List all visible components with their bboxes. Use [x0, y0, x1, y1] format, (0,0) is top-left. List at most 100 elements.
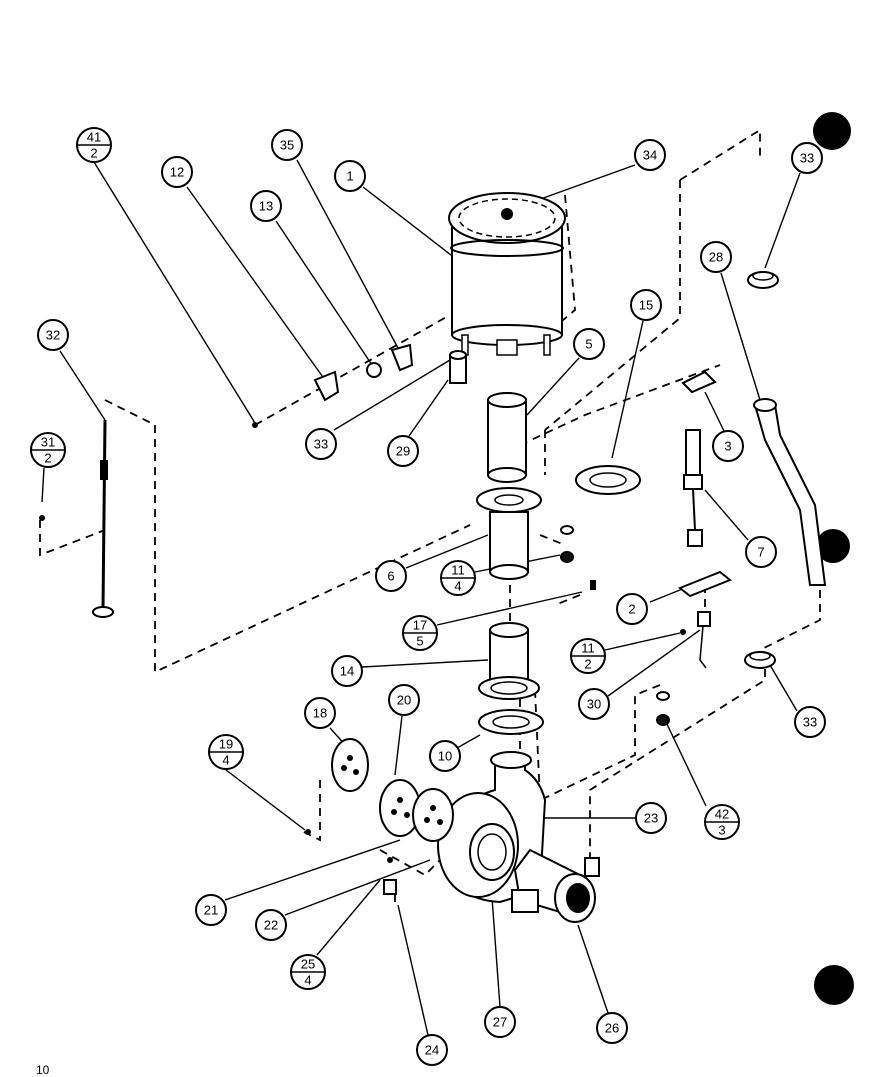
callout-circle: [271, 129, 303, 161]
callout-circle: [712, 430, 744, 462]
callout-c32: 32: [37, 319, 69, 351]
callout-circle: [375, 560, 407, 592]
callout-circle: [573, 328, 605, 360]
small-hardware: [39, 271, 779, 895]
callout-circle: [304, 697, 336, 729]
callout-c33b: 33: [305, 428, 337, 460]
registration-dot-middle-right: [816, 529, 850, 563]
callout-label: 30: [587, 697, 601, 712]
gasket-part-10: [478, 709, 544, 735]
callout-label: 29: [396, 444, 410, 459]
callout-label: 26: [605, 1021, 619, 1036]
fraction-callout-f31_2: 312: [30, 432, 66, 468]
callout-c13: 13: [250, 190, 282, 222]
fraction-callout-f42_3: 423: [704, 804, 740, 840]
callout-label: 14: [340, 664, 354, 679]
page-number: 10: [36, 1063, 50, 1077]
callout-circle: [250, 190, 282, 222]
fraction-bottom: 4: [304, 973, 311, 988]
callout-label: 27: [493, 1015, 507, 1030]
fraction-callout-f25_4: 254: [290, 954, 326, 990]
callout-circle: [484, 1006, 516, 1038]
fraction-top: 11: [451, 563, 465, 578]
callout-c3: 3: [712, 430, 744, 462]
callout-label: 33: [800, 151, 814, 166]
fraction-callout-f19_4: 194: [208, 734, 244, 770]
callout-circle: [616, 593, 648, 625]
callout-circle: [635, 802, 667, 834]
callout-c29: 29: [387, 435, 419, 467]
callout-c18: 18: [304, 697, 336, 729]
fraction-callout-f41_2: 412: [76, 127, 112, 163]
cylinder-part-5: [487, 392, 527, 483]
callout-circle: [334, 160, 366, 192]
callout-c26: 26: [596, 1012, 628, 1044]
registration-dot-top-right: [813, 112, 851, 150]
callout-label: 34: [643, 148, 657, 163]
callout-circle: [195, 894, 227, 926]
callout-circle: [388, 684, 420, 716]
callout-circle: [387, 435, 419, 467]
callout-circle: [700, 241, 732, 273]
callout-label: 32: [46, 328, 60, 343]
callout-label: 13: [259, 199, 273, 214]
callout-c22: 22: [255, 909, 287, 941]
callout-c6: 6: [375, 560, 407, 592]
callout-label: 33: [314, 437, 328, 452]
callout-circle: [37, 319, 69, 351]
tube-part-14: [478, 622, 540, 700]
callout-c23: 23: [635, 802, 667, 834]
tank-part-1: [448, 192, 566, 356]
callout-c1: 1: [334, 160, 366, 192]
callout-label: 12: [170, 165, 184, 180]
callout-label: 2: [628, 602, 635, 617]
callout-circle: [630, 289, 662, 321]
callout-circle: [791, 142, 823, 174]
fraction-bottom: 2: [44, 451, 51, 466]
callout-circle: [416, 1034, 448, 1066]
callout-c7: 7: [745, 536, 777, 568]
callout-c20: 20: [388, 684, 420, 716]
callout-c24: 24: [416, 1034, 448, 1066]
fraction-top: 17: [413, 618, 427, 633]
callout-c10: 10: [429, 740, 461, 772]
callout-c34: 34: [634, 139, 666, 171]
fraction-bottom: 4: [454, 579, 461, 594]
callout-label: 23: [644, 811, 658, 826]
callout-c12: 12: [161, 156, 193, 188]
callout-label: 33: [803, 715, 817, 730]
callout-c15: 15: [630, 289, 662, 321]
callout-circle: [305, 428, 337, 460]
leader-lines: [41, 159, 801, 1036]
fraction-top: 31: [41, 435, 55, 450]
callout-circle: [745, 536, 777, 568]
callout-label: 10: [438, 749, 452, 764]
fraction-callout-f17_5: 175: [402, 615, 438, 651]
fraction-top: 42: [715, 807, 729, 822]
callout-label: 24: [425, 1043, 439, 1058]
callout-c33c: 33: [794, 706, 826, 738]
fraction-bottom: 2: [584, 657, 591, 672]
fraction-callout-f11_2: 112: [570, 638, 606, 674]
fraction-top: 11: [581, 641, 595, 656]
callout-circle: [255, 909, 287, 941]
callout-label: 15: [639, 298, 653, 313]
motor-part-26: [511, 848, 600, 923]
callout-circle: [634, 139, 666, 171]
callout-c35: 35: [271, 129, 303, 161]
callout-c5: 5: [573, 328, 605, 360]
callout-label: 28: [709, 250, 723, 265]
callout-c27: 27: [484, 1006, 516, 1038]
callout-circle: [331, 655, 363, 687]
callout-c33a: 33: [791, 142, 823, 174]
fraction-top: 19: [219, 737, 233, 752]
fraction-bottom: 5: [416, 634, 423, 649]
hose-part-28: [753, 398, 827, 586]
callout-label: 3: [724, 439, 731, 454]
callout-circle: [429, 740, 461, 772]
callout-label: 5: [585, 337, 592, 352]
fraction-bottom: 3: [718, 823, 725, 838]
